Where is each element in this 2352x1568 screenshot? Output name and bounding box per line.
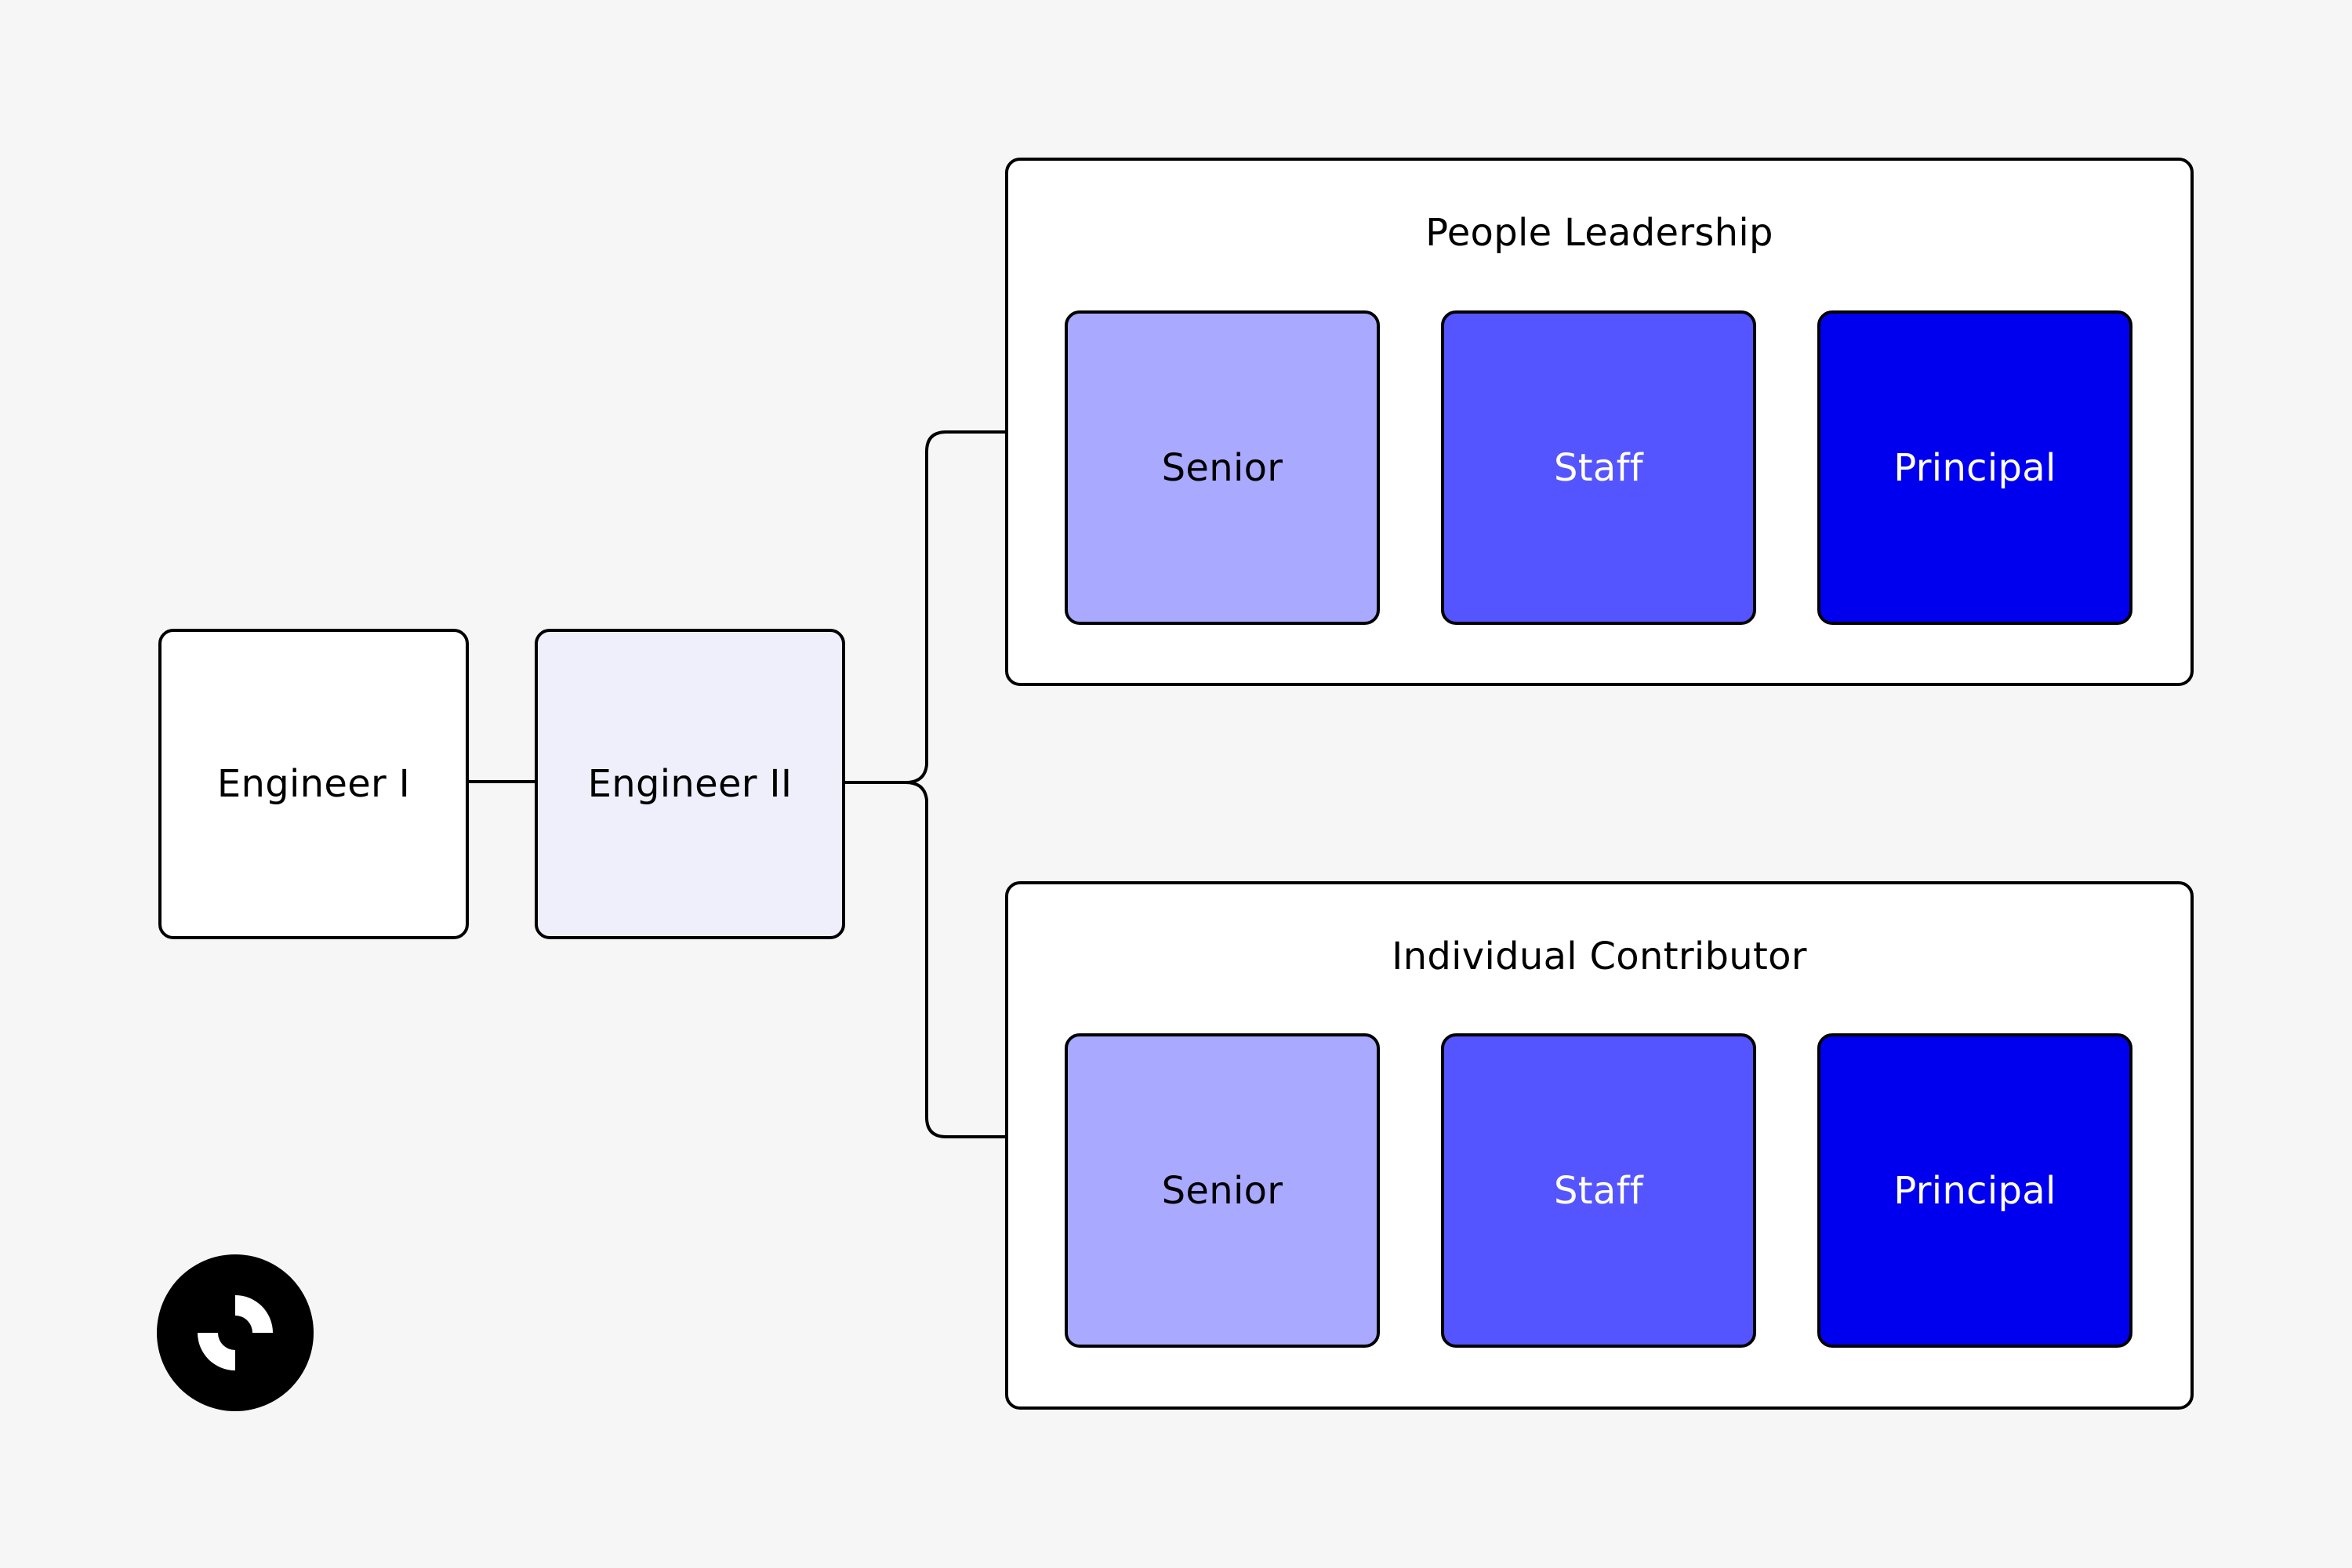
branch-connector-lower (905, 781, 1005, 1138)
level-ic-staff: Staff (1441, 1033, 1756, 1348)
brand-logo-icon (157, 1254, 314, 1411)
level-engineer-ii: Engineer II (535, 629, 845, 939)
level-label: Staff (1554, 1168, 1643, 1213)
level-label: Principal (1893, 445, 2056, 490)
level-label: Senior (1161, 1168, 1283, 1213)
track-title: People Leadership (1425, 211, 1773, 255)
level-ic-principal: Principal (1817, 1033, 2132, 1348)
level-pl-principal: Principal (1817, 310, 2132, 625)
track-title: Individual Contributor (1392, 935, 1807, 978)
level-label: Senior (1161, 445, 1283, 490)
level-label: Staff (1554, 445, 1643, 490)
level-label: Engineer II (587, 762, 793, 806)
level-label: Engineer I (216, 762, 411, 806)
branch-connector (845, 430, 1005, 784)
level-ic-senior: Senior (1065, 1033, 1380, 1348)
level-label: Principal (1893, 1168, 2056, 1213)
level-pl-senior: Senior (1065, 310, 1380, 625)
level-engineer-i: Engineer I (158, 629, 469, 939)
level-pl-staff: Staff (1441, 310, 1756, 625)
